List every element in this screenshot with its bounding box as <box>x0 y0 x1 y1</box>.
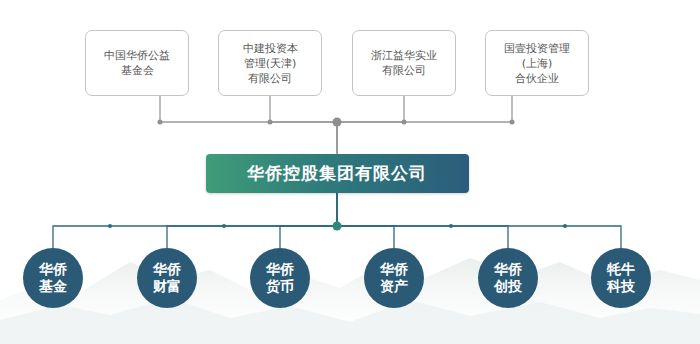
connector-line <box>337 96 512 154</box>
node-label: 中建投资本 管理(天津) 有限公司 <box>243 41 298 86</box>
shareholder-box: 中国华侨公益 基金会 <box>85 30 189 96</box>
subsidiary-circle: 华侨 货币 <box>250 248 310 308</box>
shareholder-box: 浙江益华实业 有限公司 <box>352 30 456 96</box>
node-label: 华侨 资产 <box>380 261 408 295</box>
connector-line <box>337 96 404 154</box>
subsidiary-circle: 华侨 财富 <box>137 248 197 308</box>
subsidiary-circle: 华侨 创投 <box>478 248 538 308</box>
node-label: 中国华侨公益 基金会 <box>104 48 170 78</box>
junction-dot <box>510 120 515 125</box>
node-label: 华侨 创投 <box>494 261 522 295</box>
junction-dot <box>268 120 273 125</box>
subsidiary-circle: 牦牛 科技 <box>591 248 651 308</box>
junction-dot <box>158 120 163 125</box>
junction-dot <box>108 224 112 228</box>
node-label: 浙江益华实业 有限公司 <box>371 48 437 78</box>
connector-line <box>160 96 337 154</box>
connector-line <box>280 193 337 249</box>
subsidiary-circle: 华侨 资产 <box>364 248 424 308</box>
junction-dot <box>222 224 226 228</box>
node-label: 华侨控股集团有限公司 <box>247 162 427 185</box>
junction-dot <box>402 120 407 125</box>
shareholder-box: 国壹投资管理 (上海) 合伙企业 <box>485 30 589 96</box>
connector-line <box>270 96 337 154</box>
connector-line <box>337 193 394 249</box>
node-label: 华侨 财富 <box>153 261 181 295</box>
connector-line <box>337 193 621 249</box>
junction-dots <box>108 118 567 231</box>
node-label: 牦牛 科技 <box>607 261 635 295</box>
junction-dot <box>563 224 567 228</box>
shareholder-box: 中建投资本 管理(天津) 有限公司 <box>218 30 322 96</box>
connector-line <box>53 193 337 249</box>
node-label: 国壹投资管理 (上海) 合伙企业 <box>504 41 570 86</box>
connector-line <box>337 193 508 249</box>
node-label: 华侨 基金 <box>39 261 67 295</box>
hub-dot <box>333 118 342 127</box>
node-label: 华侨 货币 <box>266 261 294 295</box>
group-box: 华侨控股集团有限公司 <box>206 154 469 193</box>
connector-line <box>167 193 337 249</box>
subsidiary-circle: 华侨 基金 <box>23 248 83 308</box>
junction-dot <box>449 224 453 228</box>
hub-dot <box>333 222 342 231</box>
